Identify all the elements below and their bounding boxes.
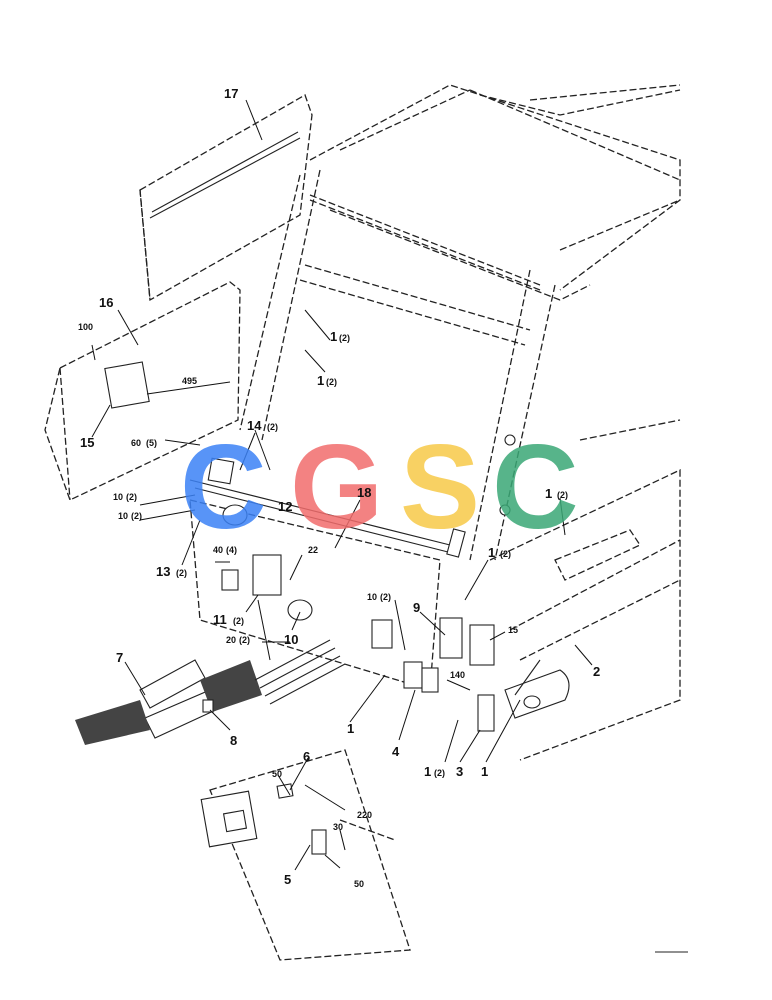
svg-text:(2): (2) xyxy=(176,568,187,578)
callout-11: 11 (2) xyxy=(213,612,244,627)
svg-text:(5): (5) xyxy=(146,438,157,448)
callout-18: 18 xyxy=(357,485,371,500)
dim-20-2: 20 (2) xyxy=(226,635,250,645)
svg-text:10: 10 xyxy=(118,511,128,521)
callout-1-2-b: 1 (2) xyxy=(317,373,337,388)
svg-text:(2): (2) xyxy=(126,492,137,502)
watermark-letter-c1: C xyxy=(180,420,267,554)
dimension-lines xyxy=(91,344,471,869)
callout-12: 12 xyxy=(278,499,292,514)
dim-60-5: 60 (5) xyxy=(131,438,157,448)
svg-text:1: 1 xyxy=(424,764,431,779)
right-body-panel xyxy=(489,419,681,761)
svg-text:(2): (2) xyxy=(326,377,337,387)
svg-text:1: 1 xyxy=(488,545,495,560)
callout-22: 22 xyxy=(308,545,318,555)
svg-text:(2): (2) xyxy=(557,490,568,500)
decal-15-right xyxy=(469,624,495,666)
decal-9 xyxy=(439,617,463,659)
pillar-decals xyxy=(403,434,516,732)
callout-17: 17 xyxy=(224,86,238,101)
callout-4: 4 xyxy=(392,744,400,759)
front-panel-18 xyxy=(189,457,451,691)
decal-3 xyxy=(477,694,495,732)
callout-1-a: 1 xyxy=(347,721,354,736)
svg-text:(4): (4) xyxy=(226,545,237,555)
watermark-letter-g: G xyxy=(290,420,383,554)
svg-text:11: 11 xyxy=(213,612,227,627)
decal-front xyxy=(371,619,393,649)
callout-9: 9 xyxy=(413,600,420,615)
callout-1-2-c: 1 (2) xyxy=(545,486,568,501)
svg-text:(2): (2) xyxy=(131,511,142,521)
callout-5: 5 xyxy=(284,872,291,887)
callout-2: 2 xyxy=(593,664,600,679)
watermark: C G S C xyxy=(180,420,579,554)
decal-22 xyxy=(252,554,282,596)
pto-shaft xyxy=(75,659,262,745)
dim-100: 100 xyxy=(78,322,93,332)
svg-text:(2): (2) xyxy=(434,768,445,778)
dim-140: 140 xyxy=(450,670,465,680)
svg-text:10: 10 xyxy=(113,492,123,502)
svg-text:(2): (2) xyxy=(380,592,391,602)
svg-text:1: 1 xyxy=(545,486,552,501)
callout-1-2-d: 1 (2) xyxy=(488,545,511,560)
callout-7: 7 xyxy=(116,650,123,665)
decal-10 xyxy=(287,599,313,621)
callout-6: 6 xyxy=(303,749,310,764)
callout-16: 16 xyxy=(99,295,113,310)
dim-10-2-c: 10 (2) xyxy=(367,592,391,602)
svg-text:14: 14 xyxy=(247,418,262,433)
decal-14 xyxy=(207,457,235,485)
svg-text:(2): (2) xyxy=(267,422,278,432)
callout-10: 10 xyxy=(284,632,298,647)
leader-lines xyxy=(91,99,593,871)
callout-15-left: 15 xyxy=(80,435,94,450)
dim-10-2-a: 10 (2) xyxy=(113,492,137,502)
callout-1-2-e: 1 (2) xyxy=(424,764,445,779)
svg-text:(2): (2) xyxy=(339,333,350,343)
svg-text:(2): (2) xyxy=(500,549,511,559)
svg-text:1: 1 xyxy=(317,373,324,388)
dim-10-2-b: 10 (2) xyxy=(118,511,142,521)
dim-50-b: 50 xyxy=(354,879,364,889)
dim-40-4: 40 (4) xyxy=(213,545,237,555)
callout-13: 13 (2) xyxy=(156,564,187,579)
decal-panel-17 xyxy=(139,94,313,302)
watermark-letter-s: S xyxy=(400,420,480,554)
dim-30: 30 xyxy=(333,822,343,832)
dim-220: 220 xyxy=(357,810,372,820)
cab-frame xyxy=(239,84,681,561)
callout-labels: 17 16 100 495 15 60 (5) 14 (2) 12 10 (2)… xyxy=(78,86,600,889)
dim-50-a: 50 xyxy=(272,769,282,779)
axle-hub xyxy=(504,659,570,719)
decal-4 xyxy=(403,661,423,689)
svg-text:20: 20 xyxy=(226,635,236,645)
callout-3: 3 xyxy=(456,764,463,779)
callout-1-2-a: 1 (2) xyxy=(330,329,350,344)
watermark-letter-c2: C xyxy=(492,420,579,554)
callout-1-b: 1 xyxy=(481,764,488,779)
svg-text:40: 40 xyxy=(213,545,223,555)
dim-495: 495 xyxy=(182,376,197,386)
lower-housing xyxy=(200,749,411,961)
decal-15-left xyxy=(104,361,150,409)
svg-text:60: 60 xyxy=(131,438,141,448)
svg-text:1: 1 xyxy=(330,329,337,344)
svg-text:(2): (2) xyxy=(239,635,250,645)
callout-8: 8 xyxy=(230,733,237,748)
decal-5 xyxy=(311,829,327,855)
svg-text:13: 13 xyxy=(156,564,170,579)
side-panel-16 xyxy=(44,281,241,501)
callout-15-right: 15 xyxy=(508,625,518,635)
hatch-lines xyxy=(254,639,346,705)
svg-text:(2): (2) xyxy=(233,616,244,626)
callout-14: 14 (2) xyxy=(247,418,278,433)
svg-text:10: 10 xyxy=(367,592,377,602)
